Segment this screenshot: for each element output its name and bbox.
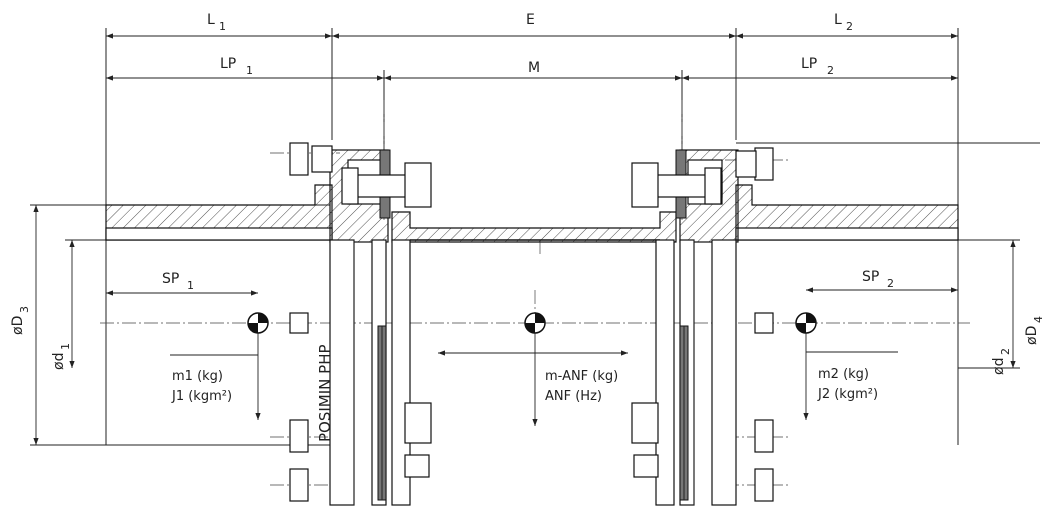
dimension-lines bbox=[33, 33, 1016, 445]
svg-text:1: 1 bbox=[246, 64, 253, 77]
J2-label: J2 (kgm²) bbox=[817, 387, 878, 402]
dim-label-SP2: SP 2 bbox=[862, 269, 894, 290]
svg-text:L: L bbox=[207, 12, 215, 28]
svg-text:L: L bbox=[834, 12, 842, 28]
svg-text:øD: øD bbox=[1024, 326, 1040, 345]
dim-label-LP1: LP 1 bbox=[220, 56, 253, 77]
svg-text:SP: SP bbox=[162, 271, 179, 287]
dim-label-D4: øD 4 bbox=[1024, 316, 1045, 345]
svg-text:3: 3 bbox=[18, 306, 31, 313]
svg-text:2: 2 bbox=[846, 20, 853, 33]
dim-label-M: M bbox=[528, 60, 540, 76]
dim-label-SP1: SP 1 bbox=[162, 271, 194, 292]
svg-text:2: 2 bbox=[887, 277, 894, 290]
anf-label: ANF (Hz) bbox=[545, 389, 602, 404]
dim-label-LP2: LP 2 bbox=[801, 56, 834, 77]
dim-label-d1: ød 1 bbox=[51, 343, 72, 370]
bolts bbox=[341, 162, 723, 478]
svg-text:LP: LP bbox=[220, 56, 236, 72]
flanges bbox=[329, 239, 737, 506]
svg-text:2: 2 bbox=[999, 348, 1012, 355]
svg-text:1: 1 bbox=[59, 343, 72, 350]
mass-center-symbol-middle bbox=[524, 312, 546, 334]
dim-label-D3: øD 3 bbox=[10, 306, 31, 335]
spacer-tube bbox=[391, 211, 677, 243]
svg-text:LP: LP bbox=[801, 56, 817, 72]
brand-label: POSIMIN PHP bbox=[316, 344, 334, 442]
svg-text:1: 1 bbox=[219, 20, 226, 33]
svg-text:ød: ød bbox=[51, 353, 67, 370]
dim-label-d2: ød 2 bbox=[991, 348, 1012, 375]
svg-text:1: 1 bbox=[187, 279, 194, 292]
svg-text:4: 4 bbox=[1032, 316, 1045, 323]
m1-label: m1 (kg) bbox=[172, 369, 223, 384]
svg-text:øD: øD bbox=[10, 316, 26, 335]
svg-text:2: 2 bbox=[827, 64, 834, 77]
m2-label: m2 (kg) bbox=[818, 367, 869, 382]
dim-label-E: E bbox=[526, 12, 535, 28]
mass-center-symbol-left bbox=[247, 312, 269, 334]
mass-center-symbol-right bbox=[795, 312, 817, 334]
dim-label-L1: L 1 bbox=[207, 12, 226, 33]
svg-text:SP: SP bbox=[862, 269, 879, 285]
screw-symbols bbox=[289, 142, 774, 502]
dim-label-L2: L 2 bbox=[834, 12, 853, 33]
center-lines bbox=[100, 100, 970, 486]
svg-text:ød: ød bbox=[991, 358, 1007, 375]
J1-label: J1 (kgm²) bbox=[171, 389, 232, 404]
m-anf-label: m-ANF (kg) bbox=[545, 369, 618, 384]
